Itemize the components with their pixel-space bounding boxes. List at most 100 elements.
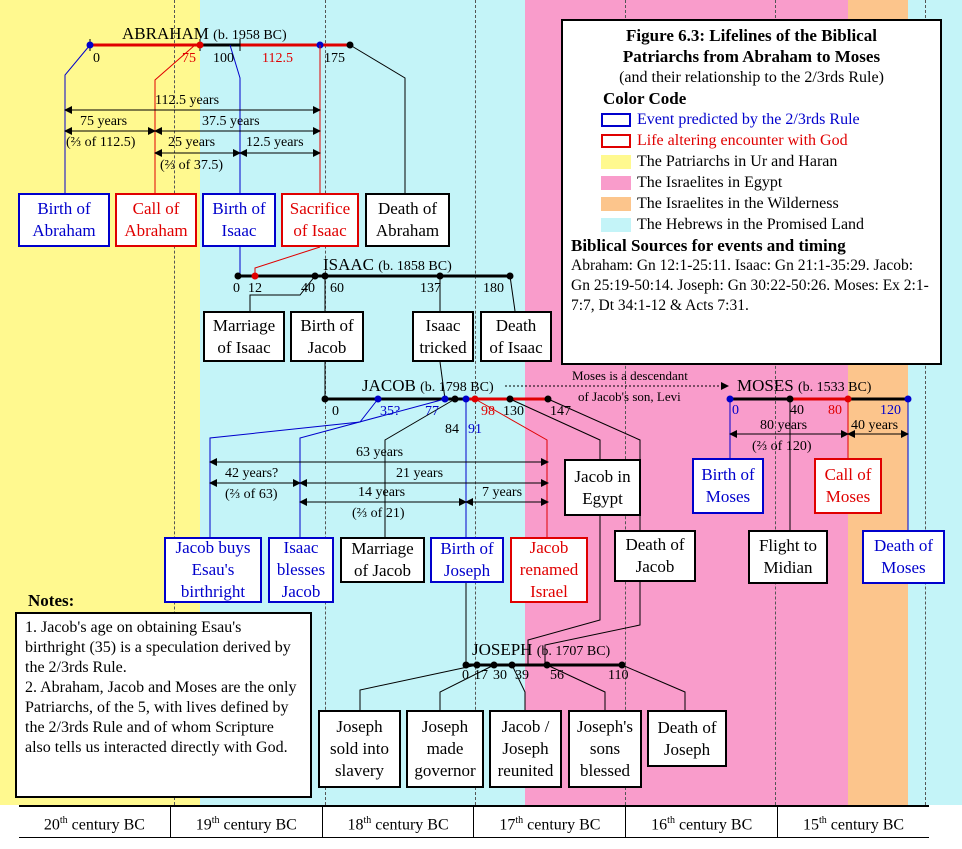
jacob-tick: 84 xyxy=(445,422,459,437)
legend-swatch-cyan xyxy=(601,217,631,232)
event-marriage-of-jacob: Marriage of Jacob xyxy=(340,537,425,583)
century-divider xyxy=(325,0,326,805)
span-label: (⅔ of 37.5) xyxy=(160,158,223,173)
event-joseph-sold-into-slavery: Joseph sold into slavery xyxy=(318,710,401,788)
event-death-of-jacob: Death of Jacob xyxy=(614,530,696,582)
isaac-tick: 40 xyxy=(301,281,315,296)
legend-item-egypt: The Israelites in Egypt xyxy=(601,172,932,193)
legend-swatch-red-outline xyxy=(601,133,631,148)
color-code-heading: Color Code xyxy=(603,89,687,108)
joseph-tick: 17 xyxy=(474,668,488,683)
legend-item-encounter: Life altering encounter with God xyxy=(601,130,932,151)
joseph-tick: 30 xyxy=(493,668,507,683)
legend-label: The Israelites in Egypt xyxy=(637,174,783,191)
joseph-name-text: JOSEPH xyxy=(472,640,533,659)
notes-heading: Notes: xyxy=(28,591,75,610)
span-label: (⅔ of 63) xyxy=(225,487,278,502)
century-cell: 19th century BC xyxy=(171,807,323,837)
moses-tick: 0 xyxy=(732,403,739,418)
span-label: 12.5 years xyxy=(246,135,304,150)
isaac-tick: 12 xyxy=(248,281,262,296)
legend-swatch-blue-outline xyxy=(601,112,631,127)
span-label: 25 years xyxy=(168,135,216,150)
joseph-tick: 0 xyxy=(462,668,469,683)
abraham-tick: 112.5 xyxy=(262,51,293,66)
isaac-name-text: ISAAC xyxy=(323,255,375,274)
legend-swatch-yellow xyxy=(601,154,631,169)
span-label: (⅔ of 112.5) xyxy=(66,135,136,150)
figure-subtitle: (and their relationship to the 2/3rds Ru… xyxy=(619,69,884,86)
event-marriage-of-isaac: Marriage of Isaac xyxy=(203,311,285,362)
span-label: 112.5 years xyxy=(155,93,220,108)
span-label: 7 years xyxy=(482,485,523,500)
notes-panel: 1. Jacob's age on obtaining Esau's birth… xyxy=(15,612,312,798)
isaac-tick: 137 xyxy=(420,281,441,296)
span-label: 80 years xyxy=(760,418,808,433)
legend-label: The Patriarchs in Ur and Haran xyxy=(637,153,838,170)
event-joseph-made-governor: Joseph made governor xyxy=(406,710,484,788)
event-death-of-joseph: Death of Joseph xyxy=(647,710,727,767)
event-isaac-tricked: Isaac tricked xyxy=(412,311,474,362)
event-isaac-blesses-jacob: Isaac blesses Jacob xyxy=(268,537,334,603)
legend-label: The Hebrews in the Promised Land xyxy=(637,216,865,233)
event-birth-of-joseph: Birth of Joseph xyxy=(430,537,504,583)
century-cell: 16th century BC xyxy=(626,807,779,837)
span-label: 21 years xyxy=(396,466,444,481)
moses-born: (b. 1533 BC) xyxy=(797,380,872,395)
century-divider xyxy=(775,0,776,805)
moses-tick: 40 xyxy=(790,403,804,418)
joseph-tick: 56 xyxy=(550,668,564,683)
span-label: 75 years xyxy=(80,114,128,129)
sources-text: Abraham: Gn 12:1-25:11. Isaac: Gn 21:1-3… xyxy=(571,257,929,314)
legend-label: The Israelites in the Wilderness xyxy=(637,195,839,212)
legend-label: Event predicted by the 2/3rds Rule xyxy=(637,111,860,128)
event-call-of-abraham: Call of Abraham xyxy=(115,193,197,247)
century-axis: 20th century BC 19th century BC 18th cen… xyxy=(19,805,929,838)
abraham-tick: 175 xyxy=(324,51,345,66)
legend-swatch-pink xyxy=(601,175,631,190)
century-cell: 17th century BC xyxy=(474,807,627,837)
event-death-of-isaac: Death of Isaac xyxy=(480,311,552,362)
legend-swatch-orange xyxy=(601,196,631,211)
descent-note-line1: Moses is a descendant xyxy=(572,368,688,383)
span-label: 63 years xyxy=(356,445,404,460)
span-label: (⅔ of 120) xyxy=(752,439,812,454)
legend-item-wilderness: The Israelites in the Wilderness xyxy=(601,193,932,214)
joseph-tick: 110 xyxy=(608,668,629,683)
moses-name: MOSES (b. 1533 BC) xyxy=(737,376,871,398)
span-label: 40 years xyxy=(851,418,899,433)
span-label: 14 years xyxy=(358,485,406,500)
abraham-tick: 0 xyxy=(93,51,100,66)
century-divider xyxy=(174,0,175,805)
event-jacob-renamed-israel: Jacob renamed Israel xyxy=(510,537,588,603)
sources-heading: Biblical Sources for events and timing xyxy=(571,236,846,255)
abraham-tick: 75 xyxy=(182,51,196,66)
joseph-tick: 39 xyxy=(515,668,529,683)
descent-note-line2: of Jacob's son, Levi xyxy=(578,389,681,404)
span-label: 37.5 years xyxy=(202,114,260,129)
joseph-born: (b. 1707 BC) xyxy=(536,644,611,659)
figure-title-line2: Patriarchs from Abraham to Moses xyxy=(622,47,881,66)
event-jacob-buys-birthright: Jacob buys Esau's birthright xyxy=(164,537,262,603)
event-josephs-sons-blessed: Joseph's sons blessed xyxy=(568,710,642,788)
jacob-tick: 130 xyxy=(503,404,524,419)
century-cell: 15th century BC xyxy=(803,815,905,834)
moses-name-text: MOSES xyxy=(737,376,794,395)
century-cell: 18th century BC xyxy=(323,807,475,837)
event-birth-of-isaac: Birth of Isaac xyxy=(202,193,276,247)
moses-tick: 120 xyxy=(880,403,901,418)
event-sacrifice-of-isaac: Sacrifice of Isaac xyxy=(281,193,359,247)
abraham-born: (b. 1958 BC) xyxy=(213,28,287,43)
event-birth-of-abraham: Birth of Abraham xyxy=(18,193,110,247)
century-cell: 20th century BC xyxy=(19,807,171,837)
jacob-tick: 77 xyxy=(425,404,439,419)
legend-item-ur-haran: The Patriarchs in Ur and Haran xyxy=(601,151,932,172)
moses-tick: 80 xyxy=(828,403,842,418)
legend-item-promised-land: The Hebrews in the Promised Land xyxy=(601,214,932,235)
joseph-name: JOSEPH (b. 1707 BC) xyxy=(472,640,610,662)
abraham-name-text: ABRAHAM xyxy=(122,24,209,43)
span-label: 42 years? xyxy=(225,466,279,481)
legend-item-predicted: Event predicted by the 2/3rds Rule xyxy=(601,109,932,130)
jacob-tick: 91 xyxy=(468,422,482,437)
